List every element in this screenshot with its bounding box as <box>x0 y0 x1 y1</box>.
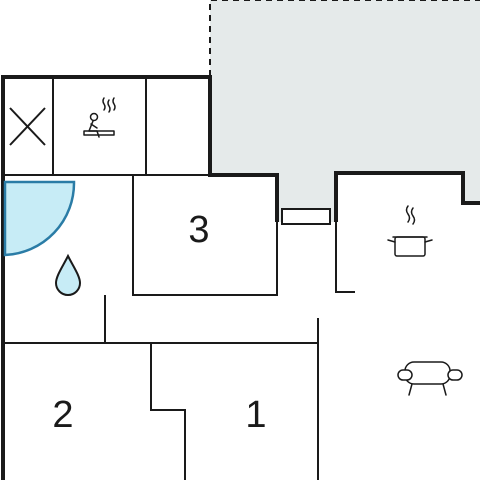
shower-icon <box>3 180 76 257</box>
room-number-1: 1 <box>245 394 266 436</box>
water-drop-icon <box>54 253 82 296</box>
window-icon <box>281 208 331 225</box>
interior-walls <box>3 77 355 480</box>
terrace-area <box>210 0 480 222</box>
sofa-icon <box>397 361 463 396</box>
terrace-dashed-border <box>209 0 480 76</box>
exterior-walls <box>1 75 480 480</box>
room-number-2: 2 <box>52 394 73 436</box>
cooking-pot-icon <box>387 205 433 257</box>
room-number-3: 3 <box>188 209 209 251</box>
x-mark-icon <box>9 107 46 146</box>
sauna-icon <box>83 97 116 138</box>
